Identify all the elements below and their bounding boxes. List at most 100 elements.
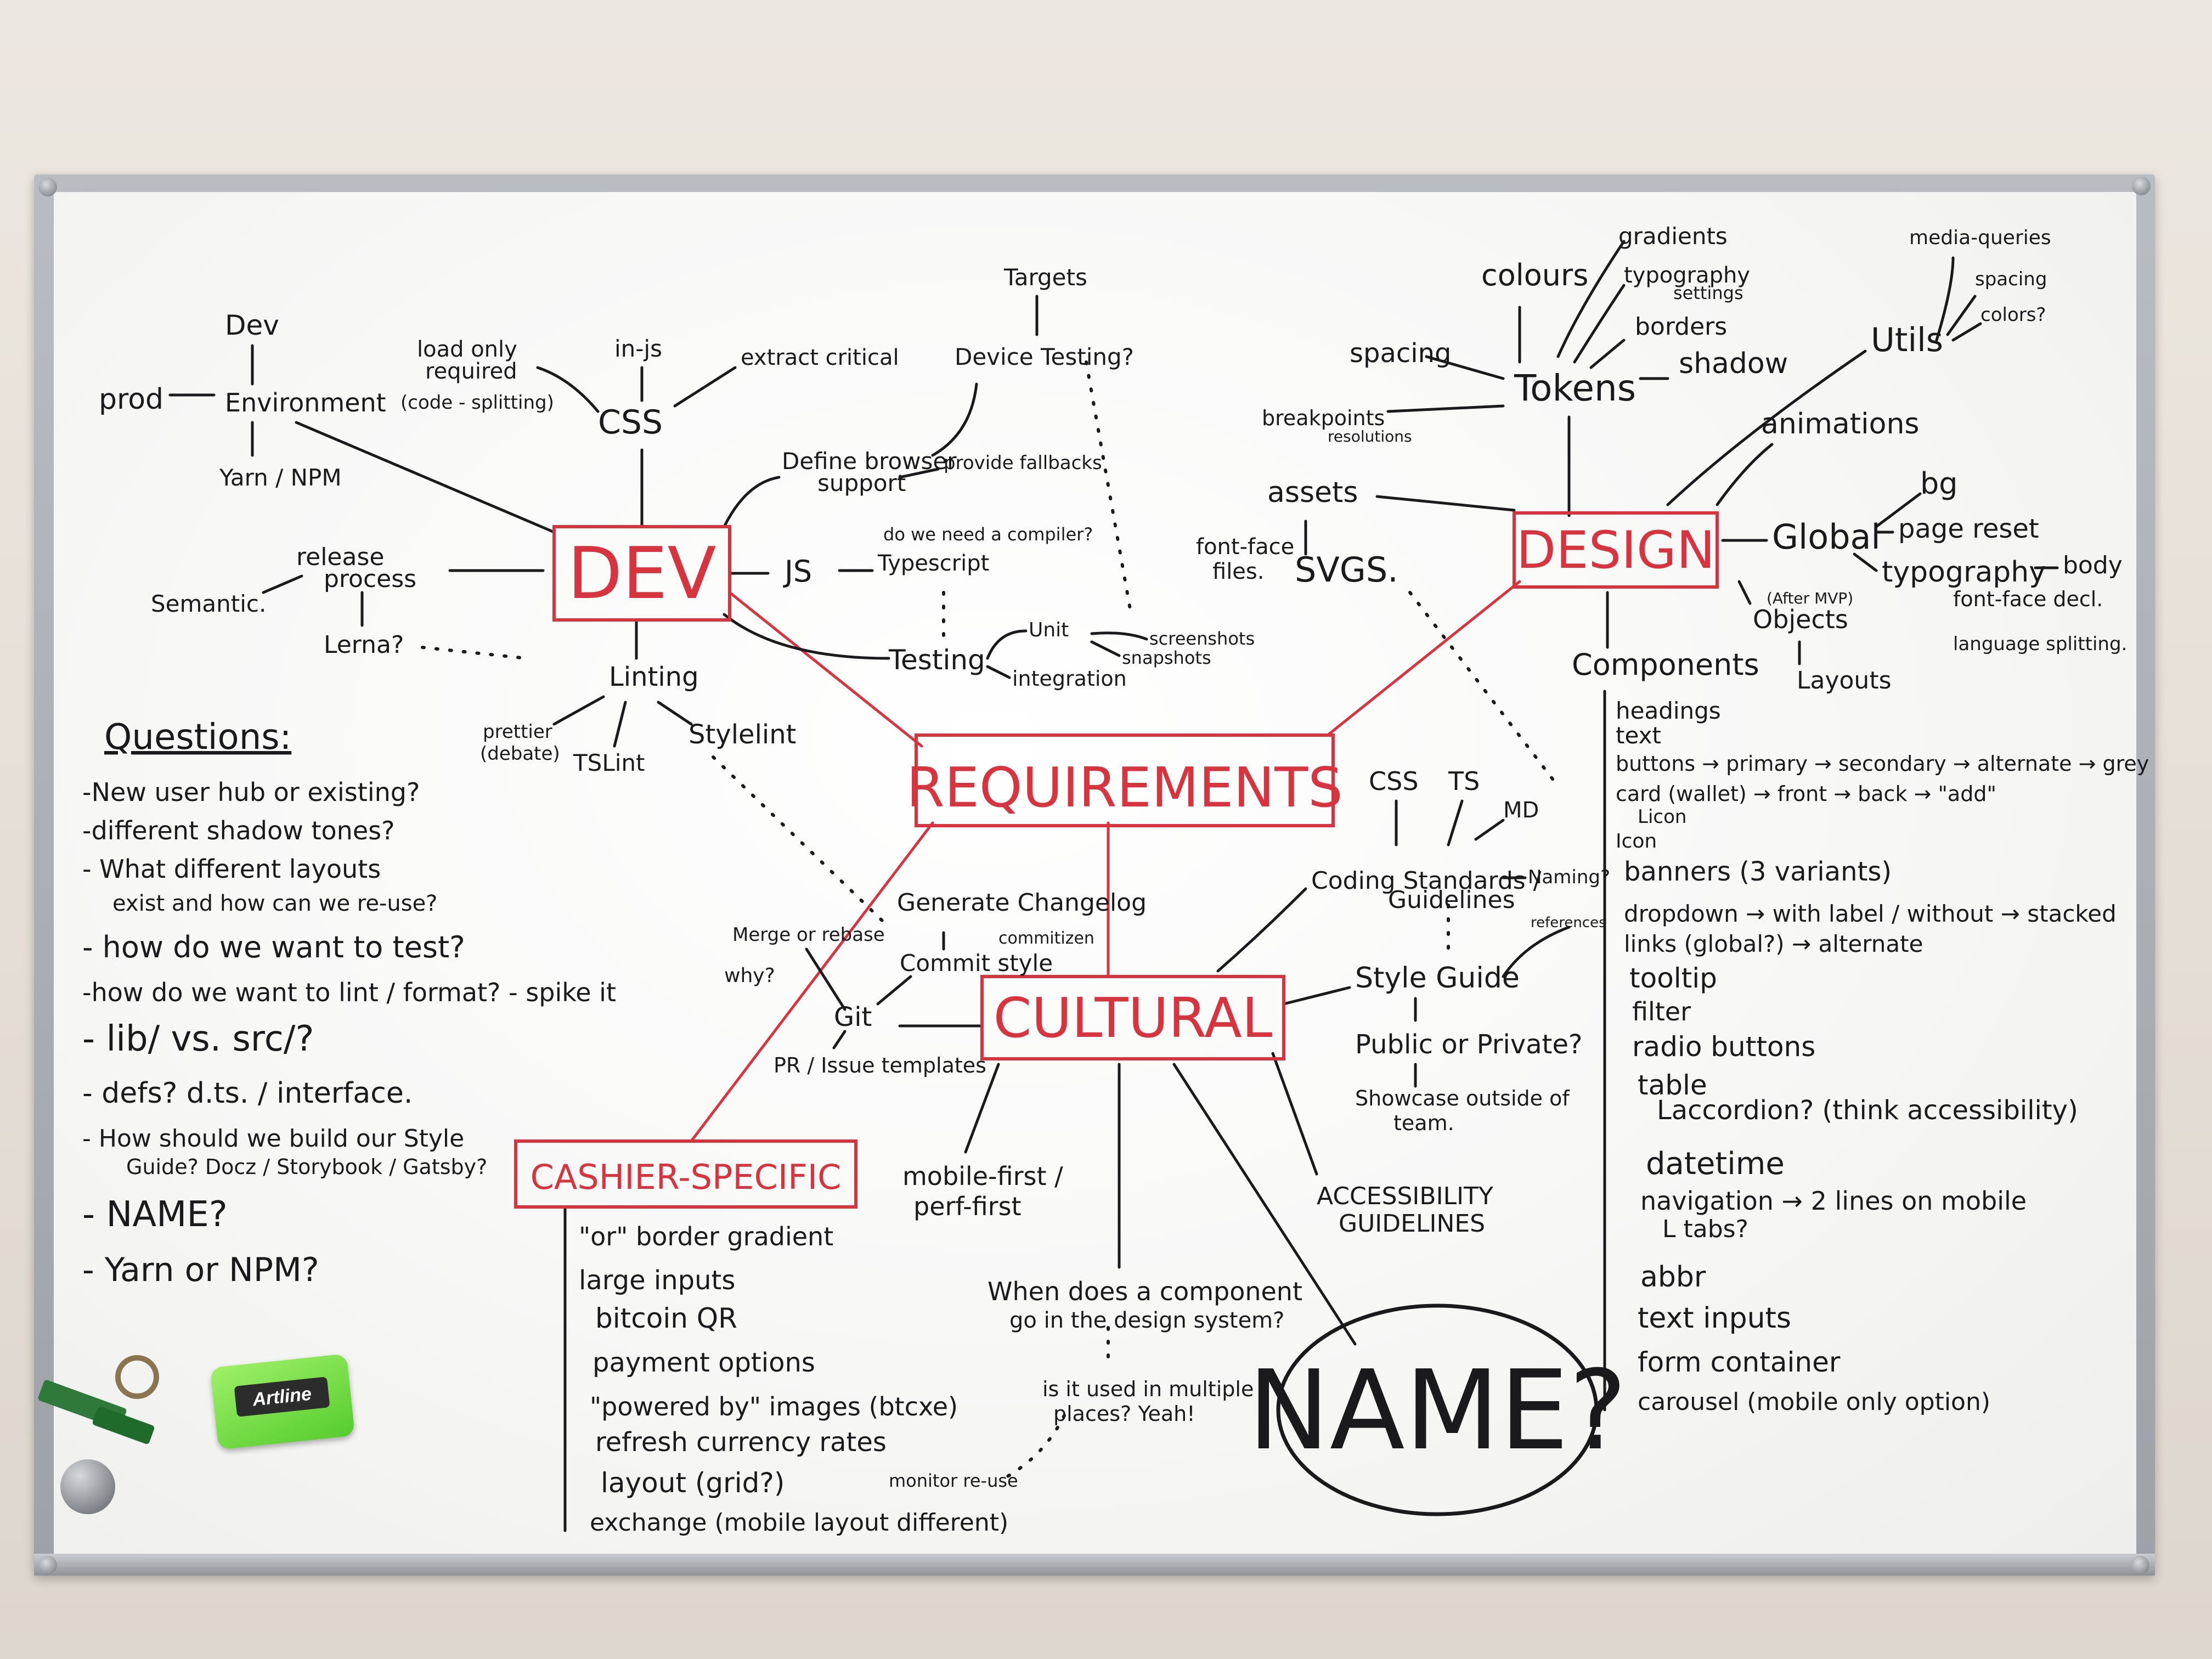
connector-tokens-spacing [1425, 355, 1505, 380]
dev-css: CSS [598, 403, 663, 442]
connector-dev-requirements [728, 591, 923, 748]
cultural-coding-2: Guidelines [1388, 886, 1515, 914]
frame-corner-top-left [38, 178, 57, 196]
cultural-accessibility-1: ACCESSIBILITY [1317, 1182, 1493, 1210]
design-font-face-1: font-face [1196, 534, 1294, 560]
design-typography-1: typography [1624, 263, 1750, 288]
question-item: exist and how can we re-use? [112, 891, 437, 916]
dev-screenshots: screenshots [1149, 628, 1255, 649]
component-item: filter [1632, 997, 1691, 1026]
cultural-generate-changelog: Generate Changelog [897, 889, 1147, 917]
cashier-item: layout (grid?) [601, 1467, 785, 1499]
design-font-face-2: files. [1212, 559, 1264, 584]
connector-linting-stylelint [657, 701, 693, 726]
design-animations: animations [1761, 408, 1920, 441]
dev-load-only-3: (code - splitting) [400, 392, 554, 414]
cashier-item: payment options [592, 1347, 815, 1378]
question-item: - how do we want to test? [82, 930, 465, 964]
dev-stylelint: Stylelint [689, 719, 796, 750]
dev-environment: Environment [225, 388, 386, 417]
connector-cultural-name [1172, 1063, 1357, 1346]
cultural-naming: Naming? [1528, 866, 1610, 888]
hub-dev-box [552, 525, 731, 622]
connector-dev-testing [723, 613, 890, 660]
design-page-reset: page reset [1898, 514, 2039, 544]
cultural-public-private: Public or Private? [1355, 1029, 1583, 1060]
cashier-item: refresh currency rates [595, 1427, 887, 1458]
components-list: headings text buttons → primary → second… [1616, 697, 2149, 1416]
dev-integration: integration [1012, 667, 1127, 691]
question-item: - How should we build our Style [82, 1125, 464, 1153]
questions-title: Questions: [104, 717, 291, 758]
dev-semantic: Semantic. [151, 590, 266, 617]
connector-git-merge [805, 947, 847, 1011]
cashier-list: "or" border gradient large inputs bitcoi… [579, 1222, 1008, 1537]
dev-load-only-1: load only [417, 337, 517, 362]
connector-cultural-coding [1216, 887, 1307, 973]
connector-cultural-mobile [964, 1063, 1000, 1154]
component-item: text inputs [1638, 1302, 1791, 1335]
cashier-item: large inputs [579, 1265, 735, 1296]
component-item: links (global?) → alternate [1624, 930, 1923, 957]
dev-snapshots: snapshots [1122, 647, 1211, 668]
eraser-brand-label: Artline [234, 1376, 330, 1417]
design-utils-colors: colors? [1980, 304, 2046, 326]
connector-cultural-styleguide [1282, 986, 1351, 1006]
hub-requirements-box [915, 733, 1335, 827]
connector-design-requirements [1326, 580, 1521, 737]
design-breakpoints: breakpoints [1262, 406, 1385, 430]
question-item: -different shadow tones? [82, 816, 395, 845]
connector-coding-ts [1447, 799, 1464, 847]
connector-unit-screenshots [1090, 631, 1148, 641]
dev-lerna: Lerna? [324, 631, 404, 659]
cultural-used-1: is it used in multiple [1042, 1377, 1254, 1401]
connector-css-extract [673, 366, 737, 408]
connector-css-load-only [536, 366, 600, 413]
connector-coding-md [1474, 819, 1505, 841]
connector-browser-fallbacks [898, 467, 940, 479]
hub-design-box [1513, 511, 1719, 589]
connector-global-typography [1853, 552, 1878, 572]
component-item: Icon [1616, 830, 1657, 853]
dev-unit: Unit [1029, 619, 1069, 641]
connector-git-pr [832, 1030, 847, 1049]
hub-cultural-box [980, 975, 1285, 1060]
cultural-ts: TS [1448, 766, 1480, 796]
cultural-monitor-reuse: monitor re-use [889, 1470, 1018, 1491]
dev-browser-1: Define browser [782, 448, 957, 475]
component-item: banners (3 variants) [1624, 856, 1892, 887]
component-item: headings [1616, 697, 1721, 724]
component-item: carousel (mobile only option) [1638, 1388, 1990, 1416]
dev-device-testing: Device Testing? [955, 343, 1134, 370]
design-bg: bg [1920, 466, 1958, 501]
component-item: card (wallet) → front → back → "add" [1616, 782, 1996, 806]
design-shadow: shadow [1679, 347, 1788, 380]
connector-utils-colors [1951, 322, 1982, 342]
design-body: body [2063, 551, 2123, 579]
design-assets: assets [1267, 476, 1358, 509]
component-item: form container [1638, 1346, 1841, 1378]
connector-linting-tslint [613, 701, 627, 748]
hub-design-label: DESIGN [1516, 521, 1715, 580]
cashier-item: "or" border gradient [579, 1222, 833, 1251]
component-item: Licon [1638, 806, 1686, 828]
connector-release-semantic [262, 574, 303, 594]
dev-env-prod: prod [99, 383, 163, 416]
design-font-face-decl: font-face decl. [1953, 587, 2103, 611]
component-item: tooltip [1629, 962, 1717, 994]
cultural-mobile-first: mobile-first / [902, 1161, 1063, 1191]
connector-testing-unit [986, 629, 1028, 660]
question-item: - defs? d.ts. / interface. [82, 1077, 413, 1110]
design-spacing: spacing [1350, 338, 1452, 369]
component-item: table [1638, 1069, 1707, 1101]
design-utils: Utils [1871, 321, 1943, 359]
dev-js: JS [783, 554, 812, 589]
cultural-when-2: go in the design system? [1009, 1308, 1284, 1333]
design-resolutions: resolutions [1328, 427, 1412, 445]
dev-fallbacks: provide fallbacks [944, 452, 1102, 474]
dotted-device-testing [1085, 360, 1132, 611]
dev-extract-critical: extract critical [741, 345, 899, 370]
whiteboard-eraser[interactable]: Artline [210, 1353, 356, 1450]
component-item: navigation → 2 lines on mobile [1640, 1186, 2027, 1216]
